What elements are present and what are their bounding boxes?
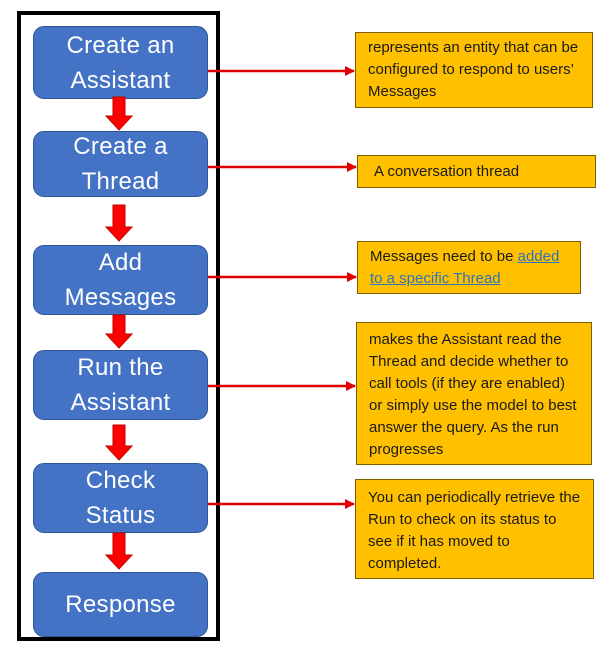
step-label-line2: Assistant [70,66,171,94]
note-text: A conversation thread [374,163,520,180]
step-create-thread: Create a Thread [33,131,208,197]
down-arrow-1 [104,96,134,131]
note-text: makes the Assistant read the Thread and … [369,331,577,458]
step-create-assistant: Create an Assistant [33,26,208,99]
step-label-line1: Add [98,249,143,276]
step-label-line2: Assistant [70,389,171,416]
note-thread: A conversation thread [357,155,596,188]
note-text: You can periodically retrieve the Run to… [368,489,581,572]
step-label-line1: Check [85,467,156,494]
step-label-line2: Messages [64,284,177,311]
link-added-to-thread[interactable]: added to a specific Thread [370,248,560,287]
step-label-line1: Create an [66,31,175,59]
note-text: represents an entity that can be configu… [368,39,579,100]
note-status: You can periodically retrieve the Run to… [355,479,594,579]
down-arrow-5 [104,532,134,570]
step-label-line2: Status [85,502,156,529]
step-label-line1: Create a [73,133,168,160]
step-label-line2: Thread [81,168,160,195]
note-text: Messages need to be [370,248,518,265]
note-messages: Messages need to be added to a specific … [357,241,581,294]
step-response: Response [33,572,208,637]
down-arrow-4 [104,424,134,461]
step-label-line1: Run the [77,354,164,381]
note-assistant: represents an entity that can be configu… [355,32,593,108]
step-label-line1: Response [65,591,176,618]
down-arrow-3 [104,314,134,349]
note-run: makes the Assistant read the Thread and … [356,322,592,465]
down-arrow-2 [104,204,134,242]
